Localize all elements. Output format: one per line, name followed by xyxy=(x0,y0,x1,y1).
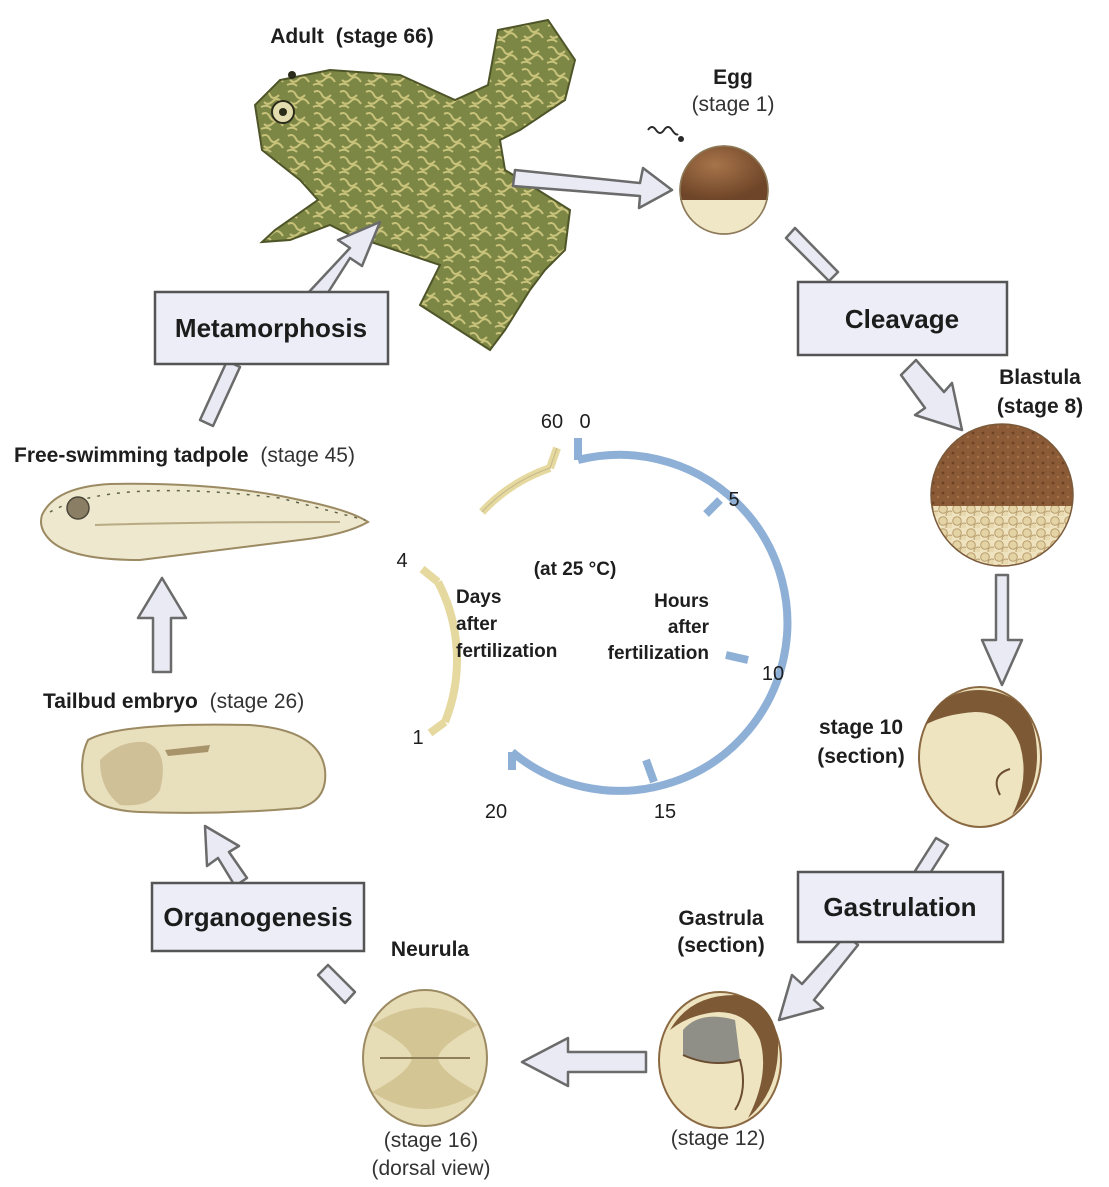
hour-tick-label-15: 15 xyxy=(654,801,676,823)
days-arc-lower xyxy=(438,582,457,722)
hour-tick-label-5: 5 xyxy=(728,489,739,511)
process-box-organogenesis: Organogenesis xyxy=(152,883,364,951)
blastula-name: Blastula xyxy=(999,366,1081,389)
tadpole-name: Free-swimming tadpole xyxy=(14,444,249,467)
stage10-line2: (section) xyxy=(817,745,905,768)
sperm-icon xyxy=(648,127,678,135)
hours-label-line1: Hours xyxy=(654,591,709,612)
process-box-cleavage: Cleavage xyxy=(798,282,1007,355)
egg-stage: (stage 1) xyxy=(692,93,775,116)
arrow-egg-to-cleavage xyxy=(786,228,838,281)
arrow-metamorphosis-to-adult xyxy=(308,222,380,302)
arrow-blastula-to-stage10 xyxy=(982,575,1022,685)
adult-stage: (stage 66) xyxy=(336,25,434,48)
gastrula-name: Gastrula xyxy=(678,907,764,930)
gastrula-detail: (section) xyxy=(677,934,765,957)
day-tick-label-4: 4 xyxy=(396,550,407,572)
days-arc-upper xyxy=(482,468,550,512)
tailbud-embryo-illustration xyxy=(82,725,325,813)
days-label-line1: Days xyxy=(456,587,501,608)
neurula-view: (dorsal view) xyxy=(371,1157,490,1180)
hours-tick-10 xyxy=(726,655,748,660)
blastula-stage: (stage 8) xyxy=(997,395,1083,418)
day-tick-label-60: 60 xyxy=(541,411,563,433)
adult-label: Adult (stage 66) xyxy=(270,25,434,48)
hours-label-line2: after xyxy=(668,617,710,638)
arrow-gastrula-to-neurula xyxy=(522,1038,646,1086)
arrow-gastrulation-to-gastrula xyxy=(779,935,858,1020)
developmental-clock: 0 5 10 15 20 1 4 60 (at 25 °C) Hours aft… xyxy=(396,411,787,823)
egg-illustration xyxy=(648,127,768,234)
arrow-organogenesis-to-tailbud xyxy=(205,826,247,886)
tadpole-stage: (stage 45) xyxy=(260,444,355,467)
process-label-cleavage: Cleavage xyxy=(845,304,959,334)
days-label-line3: fertilization xyxy=(456,641,557,662)
arrow-tadpole-to-metamorphosis xyxy=(200,361,240,426)
day-tick-label-1: 1 xyxy=(412,727,423,749)
tadpole-illustration xyxy=(41,484,368,560)
hour-tick-label-0: 0 xyxy=(579,411,590,433)
arrow-cleavage-to-blastula xyxy=(901,360,962,430)
stage10-line1: stage 10 xyxy=(819,716,903,739)
hours-arc xyxy=(512,455,787,791)
blastula-illustration xyxy=(930,424,1074,568)
hour-tick-label-20: 20 xyxy=(485,801,507,823)
arrow-neurula-to-organogenesis xyxy=(318,965,355,1003)
days-tick-4 xyxy=(422,569,438,582)
neurula-illustration xyxy=(363,990,487,1126)
tailbud-name: Tailbud embryo xyxy=(43,690,198,713)
process-label-gastrulation: Gastrulation xyxy=(823,892,976,922)
tadpole-label: Free-swimming tadpole (stage 45) xyxy=(14,444,355,467)
days-label-line2: after xyxy=(456,614,498,635)
stage10-section-illustration xyxy=(919,687,1041,827)
hours-tick-15 xyxy=(646,760,654,782)
hour-tick-label-10: 10 xyxy=(762,663,784,685)
tailbud-stage: (stage 26) xyxy=(210,690,305,713)
adult-name: Adult xyxy=(270,25,324,48)
neurula-stage: (stage 16) xyxy=(384,1129,479,1152)
arrow-tailbud-to-tadpole xyxy=(138,578,186,672)
process-label-metamorphosis: Metamorphosis xyxy=(175,313,367,343)
days-tick-1 xyxy=(430,722,445,733)
egg-name: Egg xyxy=(713,66,753,89)
process-box-metamorphosis: Metamorphosis xyxy=(155,292,388,364)
hours-label-line3: fertilization xyxy=(608,643,709,664)
temperature-label: (at 25 °C) xyxy=(534,559,617,580)
hours-tick-5 xyxy=(706,500,720,514)
gastrula-section-illustration xyxy=(659,992,781,1128)
tailbud-label: Tailbud embryo (stage 26) xyxy=(43,690,304,713)
process-box-gastrulation: Gastrulation xyxy=(798,872,1003,942)
neurula-name: Neurula xyxy=(391,938,470,961)
process-label-organogenesis: Organogenesis xyxy=(163,902,352,932)
gastrula-stage: (stage 12) xyxy=(671,1127,766,1150)
